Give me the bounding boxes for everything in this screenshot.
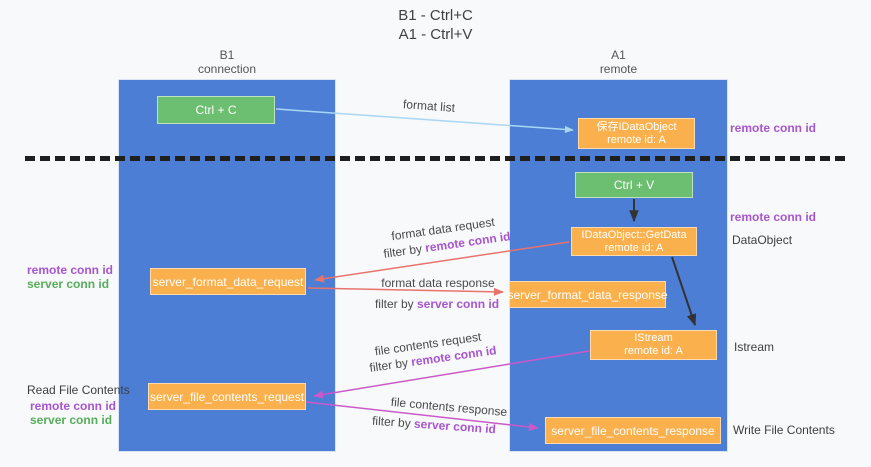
node-ctrl-c: Ctrl + C — [157, 96, 275, 124]
remote-conn-id-label-left-1: remote conn id — [27, 263, 114, 277]
node-getdata-line2: remote id: A — [604, 241, 664, 254]
lane-b1-name: B1 — [219, 48, 235, 62]
remote-conn-id-label-mid-right: remote conn id — [730, 210, 817, 224]
diagram-title-line2: A1 - Ctrl+V — [398, 26, 473, 43]
node-server-file-contents-request-label: server_file_contents_request — [149, 389, 305, 404]
lane-header-b1: B1 connection — [118, 48, 336, 76]
node-server-format-data-response-label: server_format_data_response — [507, 287, 668, 302]
lane-b1-role: connection — [197, 62, 257, 76]
node-save-dataobject: 保存IDataObject remote id: A — [578, 118, 695, 149]
filter-by-text: filter by — [374, 297, 417, 311]
node-istream-line2: remote id: A — [624, 345, 683, 357]
node-server-file-contents-response: server_file_contents_response — [545, 417, 721, 444]
node-istream: IStream remote id: A — [590, 330, 717, 360]
server-conn-id-label-left-1: server conn id — [27, 277, 110, 291]
format-list-label: format list — [402, 97, 456, 115]
node-save-dataobject-line1: 保存IDataObject — [596, 120, 677, 133]
server-conn-id-value: server conn id — [416, 297, 500, 311]
node-getdata-line1: IDataObject::GetData — [581, 228, 687, 241]
node-server-file-contents-request: server_file_contents_request — [148, 383, 306, 410]
node-getdata: IDataObject::GetData remote id: A — [571, 227, 697, 256]
node-save-dataobject-line2: remote id: A — [607, 133, 666, 146]
diagram-title-line1: B1 - Ctrl+C — [398, 7, 473, 24]
filter-by-text: filter by — [382, 241, 427, 261]
node-istream-line1: IStream — [634, 332, 673, 344]
server-conn-id-value: server conn id — [413, 416, 497, 437]
lane-a1-role: remote — [599, 62, 638, 76]
format-data-response-label: format data response — [381, 276, 495, 290]
node-server-file-contents-response-label: server_file_contents_response — [551, 423, 715, 438]
filter-by-server-conn-id-label-2: filter by server conn id — [372, 414, 497, 437]
lane-header-a1: A1 remote — [509, 48, 728, 76]
dataobject-label: DataObject — [732, 233, 793, 247]
lane-a1-name: A1 — [611, 48, 626, 62]
node-ctrl-v-label: Ctrl + V — [613, 178, 655, 192]
istream-label: Istream — [734, 340, 775, 354]
node-server-format-data-response: server_format_data_response — [507, 281, 668, 308]
copy-paste-separator-line — [25, 156, 845, 161]
filter-by-server-conn-id-label-1: filter by server conn id — [375, 297, 499, 311]
remote-conn-id-label-left-2: remote conn id — [30, 399, 117, 413]
diagram-title: B1 - Ctrl+C A1 - Ctrl+V — [0, 6, 871, 44]
read-file-contents-label: Read File Contents — [27, 383, 130, 397]
node-server-format-data-request: server_format_data_request — [150, 268, 306, 295]
node-ctrl-v: Ctrl + V — [575, 172, 693, 198]
server-conn-id-label-left-2: server conn id — [30, 413, 113, 427]
remote-conn-id-label-top-right: remote conn id — [730, 121, 817, 135]
filter-by-text: filter by — [371, 413, 415, 431]
node-ctrl-c-label: Ctrl + C — [195, 103, 237, 117]
node-server-format-data-request-label: server_format_data_request — [152, 274, 304, 289]
write-file-contents-label: Write File Contents — [733, 423, 835, 437]
